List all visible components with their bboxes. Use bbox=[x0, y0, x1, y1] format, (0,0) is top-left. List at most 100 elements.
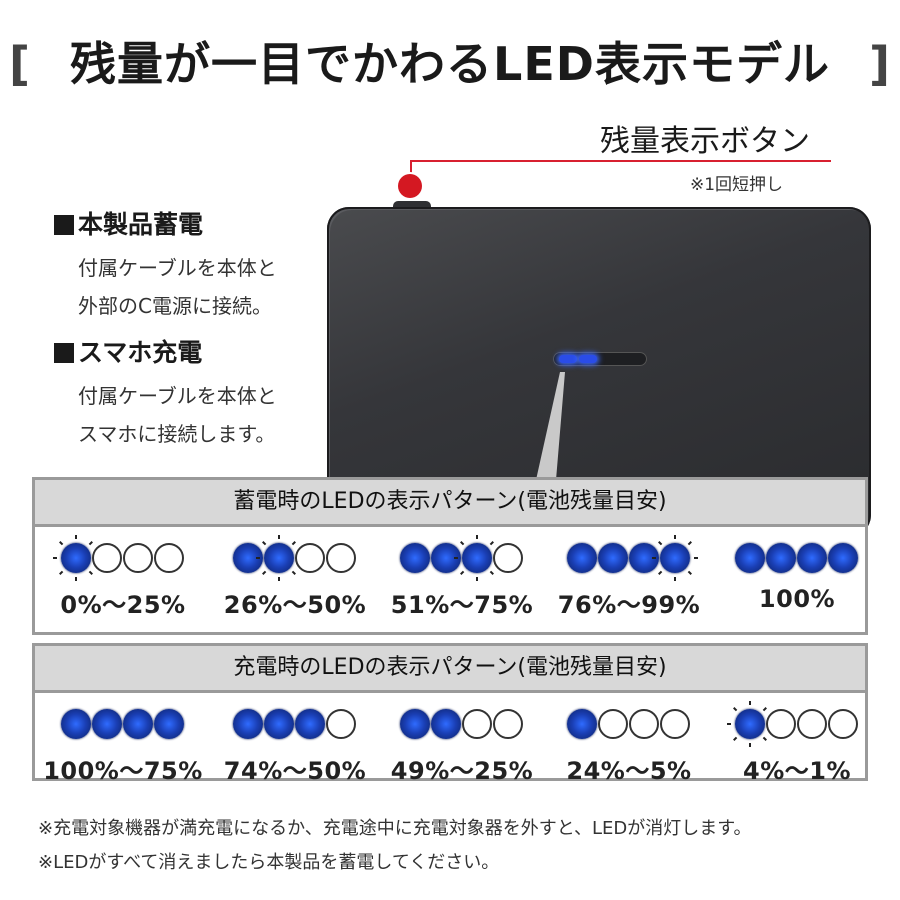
led-off bbox=[493, 709, 523, 739]
phone-charge-heading: スマホ充電 bbox=[54, 333, 277, 369]
charge-pattern-row: 100%〜75% 74%〜50% 49%〜25% 24%〜5% 4%〜1% bbox=[35, 693, 865, 813]
led-lit bbox=[735, 543, 765, 573]
led-dots bbox=[549, 703, 709, 743]
callout-leader-drop bbox=[410, 160, 412, 182]
led-lit bbox=[61, 709, 91, 739]
led-dots bbox=[43, 535, 203, 581]
led-off bbox=[295, 543, 325, 573]
led-pattern-group: 76%〜99% bbox=[549, 535, 709, 620]
device-power-button[interactable] bbox=[393, 201, 431, 211]
led-pattern-group: 49%〜25% bbox=[382, 703, 542, 786]
led-off bbox=[828, 709, 858, 739]
led-pattern-group: 26%〜50% bbox=[215, 535, 375, 620]
led-pattern-label: 24%〜5% bbox=[566, 757, 692, 785]
led-off bbox=[123, 543, 153, 573]
led-dots bbox=[549, 535, 709, 581]
button-marker-dot bbox=[398, 174, 422, 198]
led-lit bbox=[154, 709, 184, 739]
led-blinking bbox=[256, 535, 302, 581]
device-led-window bbox=[553, 352, 647, 366]
button-callout-note: ※1回短押し bbox=[690, 175, 784, 195]
led-pattern-label: 76%〜99% bbox=[557, 591, 701, 619]
led-lit bbox=[295, 709, 325, 739]
led-pattern-label: 0%〜25% bbox=[60, 591, 186, 619]
led-off bbox=[797, 709, 827, 739]
led-off bbox=[154, 543, 184, 573]
device-charge-text: 付属ケーブルを本体と 外部のC電源に接続。 bbox=[78, 249, 277, 325]
square-bullet-icon bbox=[54, 343, 74, 363]
led-off bbox=[766, 709, 796, 739]
led-lit bbox=[264, 709, 294, 739]
led-lit bbox=[766, 543, 796, 573]
led-pattern-label: 26%〜50% bbox=[223, 591, 367, 619]
led-off bbox=[92, 543, 122, 573]
led-pattern-group: 51%〜75% bbox=[382, 535, 542, 620]
led-lit bbox=[828, 543, 858, 573]
callout-leader-line bbox=[411, 160, 831, 162]
blink-rays-icon bbox=[652, 535, 698, 581]
led-lit bbox=[400, 709, 430, 739]
led-dots bbox=[43, 703, 203, 743]
led-pattern-group: 100% bbox=[717, 537, 877, 613]
led-lit bbox=[123, 709, 153, 739]
led-pattern-group: 74%〜50% bbox=[215, 703, 375, 786]
charge-led-panel: 充電時のLEDの表示パターン(電池残量目安) 100%〜75% 74%〜50% 49… bbox=[32, 643, 868, 785]
discharge-panel-heading: 蓄電時のLEDの表示パターン(電池残量目安) bbox=[35, 480, 865, 527]
led-off bbox=[326, 709, 356, 739]
led-lit bbox=[431, 709, 461, 739]
note-line-2: ※LEDがすべて消えましたら本製品を蓄電してください。 bbox=[38, 852, 500, 873]
led-dots bbox=[382, 535, 542, 581]
led-pattern-group: 4%〜1% bbox=[717, 701, 877, 786]
led-off bbox=[326, 543, 356, 573]
device-charge-line-2: 外部のC電源に接続。 bbox=[78, 294, 272, 318]
led-pattern-label: 100% bbox=[758, 585, 836, 613]
square-bullet-icon bbox=[54, 215, 74, 235]
led-off bbox=[629, 709, 659, 739]
led-off bbox=[660, 709, 690, 739]
led-pattern-group: 0%〜25% bbox=[43, 535, 203, 620]
led-blinking bbox=[53, 535, 99, 581]
led-lit bbox=[567, 543, 597, 573]
led-pattern-label: 49%〜25% bbox=[390, 757, 534, 785]
phone-charge-line-2: スマホに接続します。 bbox=[78, 422, 276, 446]
led-blinking bbox=[652, 535, 698, 581]
title-bracket-close: ] bbox=[868, 37, 891, 91]
phone-charge-line-1: 付属ケーブルを本体と bbox=[78, 384, 277, 408]
button-callout-label: 残量表示ボタン bbox=[600, 124, 810, 159]
led-dots bbox=[382, 703, 542, 743]
led-lit bbox=[567, 709, 597, 739]
led-dots bbox=[215, 703, 375, 743]
led-pattern-group: 100%〜75% bbox=[43, 703, 203, 786]
note-line-1: ※充電対象機器が満充電になるか、充電途中に充電対象器を外すと、LEDが消灯します… bbox=[38, 818, 752, 839]
device-led-2 bbox=[579, 355, 597, 363]
device-charge-heading: 本製品蓄電 bbox=[54, 205, 277, 241]
led-off bbox=[493, 543, 523, 573]
led-pattern-label: 51%〜75% bbox=[390, 591, 534, 619]
led-lit bbox=[797, 543, 827, 573]
led-dots bbox=[215, 535, 375, 581]
device-charge-line-1: 付属ケーブルを本体と bbox=[78, 256, 277, 280]
led-dots bbox=[717, 537, 877, 577]
usage-info: 本製品蓄電 付属ケーブルを本体と 外部のC電源に接続。 スマホ充電 付属ケーブル… bbox=[54, 205, 277, 453]
led-lit bbox=[233, 709, 263, 739]
led-dots bbox=[717, 701, 877, 747]
led-pattern-label: 100%〜75% bbox=[43, 757, 203, 785]
title-bracket-open: [ bbox=[8, 37, 32, 91]
led-lit bbox=[598, 543, 628, 573]
phone-charge-text: 付属ケーブルを本体と スマホに接続します。 bbox=[78, 377, 277, 453]
discharge-pattern-row: 0%〜25% 26%〜50% 51%〜75% 76%〜99% 100% bbox=[35, 527, 865, 647]
charge-panel-heading: 充電時のLEDの表示パターン(電池残量目安) bbox=[35, 646, 865, 693]
device-led-1 bbox=[559, 355, 577, 363]
led-pattern-group: 24%〜5% bbox=[549, 703, 709, 786]
led-pattern-label: 4%〜1% bbox=[743, 757, 851, 785]
led-blinking bbox=[727, 701, 773, 747]
led-off bbox=[462, 709, 492, 739]
led-blinking bbox=[454, 535, 500, 581]
discharge-led-panel: 蓄電時のLEDの表示パターン(電池残量目安) 0%〜25% 26%〜50% 51%〜… bbox=[32, 477, 868, 635]
led-lit bbox=[400, 543, 430, 573]
led-pattern-label: 74%〜50% bbox=[223, 757, 367, 785]
led-off bbox=[598, 709, 628, 739]
led-lit bbox=[92, 709, 122, 739]
page-title: [ 残量が一目でかわるLED表示モデル ] bbox=[0, 28, 900, 94]
